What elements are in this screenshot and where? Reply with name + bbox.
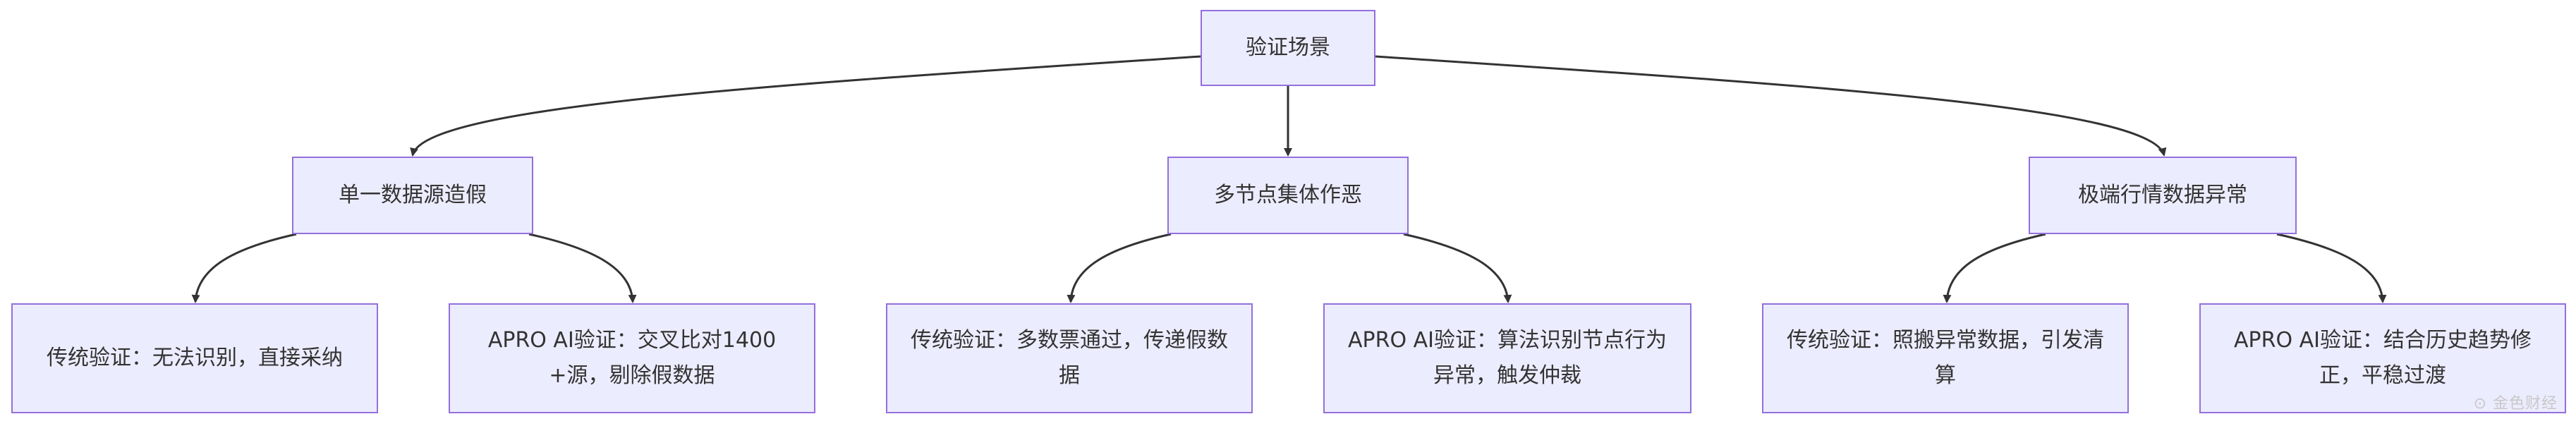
apro-result-node-2: APRO AI验证：算法识别节点行为异常，触发仲裁 (1323, 303, 1691, 413)
edge-root-to-scenario-3 (1375, 55, 2167, 157)
apro-result-node-1: APRO AI验证：交叉比对1400+源，剔除假数据 (449, 303, 815, 413)
edge-scenario-3-to-traditional (1943, 233, 2046, 303)
edge-scenario-2-to-apro (1403, 233, 1512, 303)
traditional-result-label: 传统验证：照搬异常数据，引发清算 (1787, 328, 2104, 388)
traditional-result-node-2: 传统验证：多数票通过，传递假数据 (886, 303, 1253, 413)
traditional-result-node-1: 传统验证：无法识别，直接采纳 (11, 303, 378, 413)
edge-scenario-3-to-apro (2276, 233, 2387, 303)
apro-result-node-3: APRO AI验证：结合历史趋势修正，平稳过渡 (2199, 303, 2566, 413)
edge-scenario-1-to-traditional (191, 233, 297, 303)
scenario-node-label: 多节点集体作恶 (1214, 183, 1362, 207)
scenario-node-single-source-fake: 单一数据源造假 (292, 157, 533, 234)
traditional-result-label: 传统验证：多数票通过，传递假数据 (911, 328, 1228, 388)
apro-result-label: APRO AI验证：算法识别节点行为异常，触发仲裁 (1348, 328, 1667, 388)
root-node-label: 验证场景 (1246, 35, 1330, 60)
apro-result-label: APRO AI验证：交叉比对1400+源，剔除假数据 (487, 328, 777, 388)
watermark: ⊙ 金色财经 (2473, 395, 2558, 413)
traditional-result-label: 传统验证：无法识别，直接采纳 (47, 346, 343, 370)
scenario-node-label: 极端行情数据异常 (2078, 183, 2247, 207)
root-node: 验证场景 (1201, 10, 1375, 86)
scenario-node-multi-node-collusion: 多节点集体作恶 (1167, 157, 1409, 234)
edge-scenario-2-to-traditional (1067, 233, 1172, 303)
traditional-result-node-3: 传统验证：照搬异常数据，引发清算 (1762, 303, 2129, 413)
scenario-node-label: 单一数据源造假 (339, 183, 487, 207)
edge-root-to-scenario-1 (410, 55, 1201, 157)
apro-result-label: APRO AI验证：结合历史趋势修正，平稳过渡 (2234, 328, 2532, 388)
edge-scenario-1-to-apro (528, 233, 637, 303)
scenario-node-extreme-market-anomaly: 极端行情数据异常 (2029, 157, 2297, 234)
